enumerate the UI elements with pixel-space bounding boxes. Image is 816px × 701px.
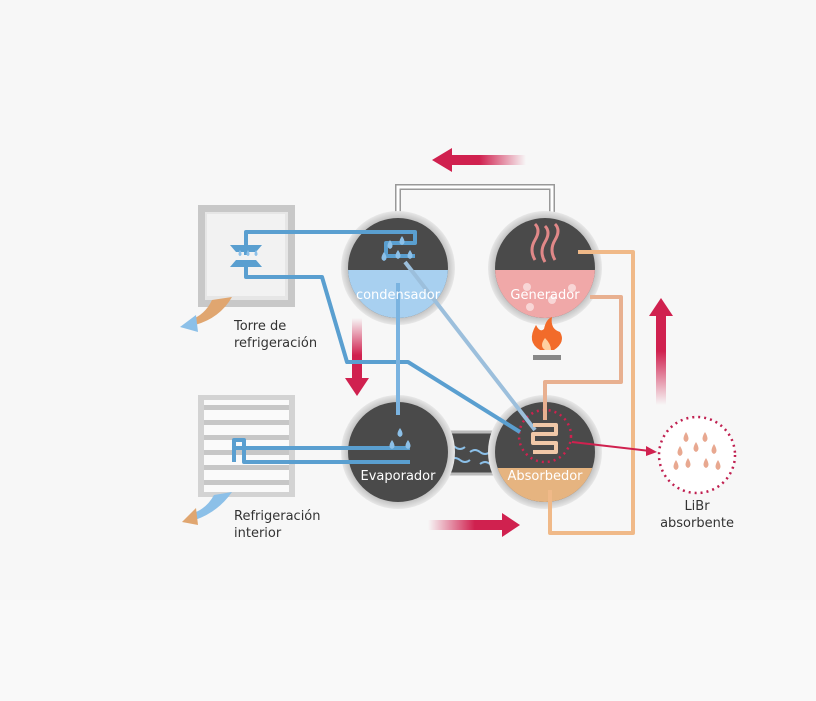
cooling-tower-icon bbox=[180, 205, 295, 332]
libr-label-line1: LiBr bbox=[684, 499, 710, 514]
solution-pipes bbox=[531, 250, 635, 535]
generator-label: Generador bbox=[510, 288, 580, 303]
indoor-cooling-label: Refrigeración interior bbox=[234, 508, 321, 542]
flow-arrow-down bbox=[345, 318, 369, 396]
libr-absorbent-icon bbox=[657, 415, 737, 495]
water-droplets-icon bbox=[238, 236, 413, 449]
flow-arrow-up bbox=[649, 298, 673, 405]
generator-vessel bbox=[488, 211, 602, 325]
indoor-cooling-label-line1: Refrigeración bbox=[234, 509, 321, 524]
condenser-label: condensador bbox=[355, 288, 441, 303]
background-band bbox=[0, 600, 816, 701]
evaporator-vessel bbox=[341, 395, 455, 509]
flow-arrow-top-left bbox=[432, 148, 526, 172]
flow-arrow-bottom-right bbox=[428, 513, 520, 537]
evaporator-label: Evaporador bbox=[360, 469, 436, 484]
indoor-cooling-label-line2: interior bbox=[234, 526, 282, 541]
libr-label: LiBr absorbente bbox=[640, 498, 754, 532]
heat-icon bbox=[530, 222, 560, 263]
indoor-unit-icon bbox=[182, 395, 295, 525]
cooling-tower-label-line2: refrigeración bbox=[234, 336, 318, 351]
burner-flame-icon bbox=[531, 317, 562, 360]
cooling-water-pipes bbox=[232, 230, 537, 464]
absorber-label: Absorbedor bbox=[507, 469, 583, 484]
cooling-tower-label: Torre de refrigeración bbox=[234, 318, 317, 352]
cooling-tower-label-line1: Torre de bbox=[234, 319, 287, 334]
libr-label-line2: absorbente bbox=[660, 516, 734, 531]
